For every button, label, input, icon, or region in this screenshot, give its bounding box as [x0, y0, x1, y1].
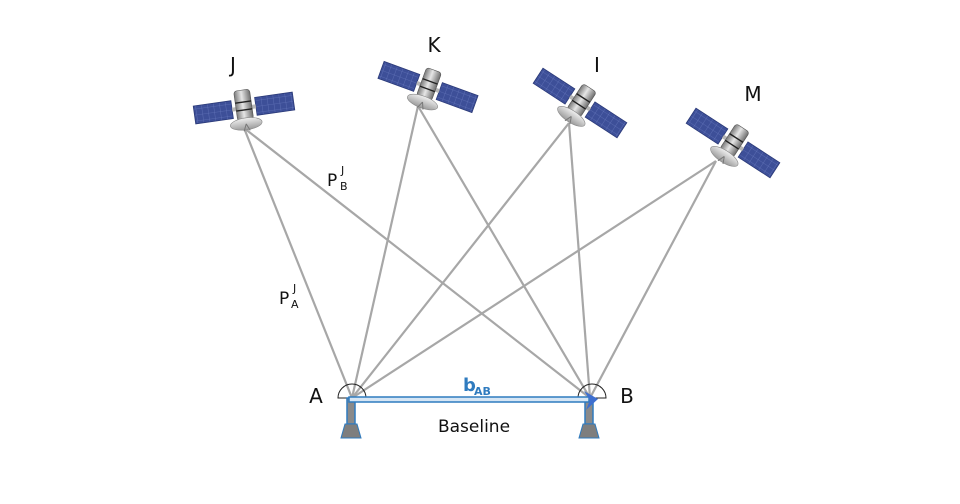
baseline-vector: [348, 391, 598, 410]
svg-text:AB: AB: [474, 385, 491, 398]
range-label-pa-j: P J A: [279, 282, 299, 311]
pier-base-b: [578, 423, 600, 439]
signal-line-j-b: [243, 127, 591, 399]
satellite-j: [191, 82, 298, 139]
satellite-label-j: J: [228, 53, 236, 77]
signal-line-k-b: [417, 105, 591, 399]
antenna-dome-b: [577, 383, 607, 399]
satellite-label-k: K: [427, 33, 441, 57]
range-label-pb-j: P J B: [327, 164, 348, 193]
satellites: [191, 52, 786, 191]
satellite-i: [524, 59, 633, 151]
arrowhead: [584, 391, 598, 410]
baseline-vector-label: b AB: [463, 375, 491, 398]
svg-text:J: J: [292, 282, 296, 295]
signal-line-m-a: [351, 160, 717, 399]
antenna-dome-a: [337, 383, 367, 399]
signal-line-m-b: [589, 160, 717, 399]
signal-line-i-a: [351, 122, 570, 399]
receiver-label-a: A: [309, 384, 323, 408]
svg-text:A: A: [291, 298, 299, 311]
svg-text:P: P: [327, 171, 337, 191]
signal-line-i-b: [567, 122, 592, 399]
satellite-k: [372, 52, 482, 127]
signal-lines: [242, 105, 717, 399]
pier-base-a: [340, 423, 362, 439]
svg-text:P: P: [279, 289, 289, 309]
receiver-label-b: B: [620, 384, 634, 408]
svg-text:b: b: [463, 375, 476, 396]
satellite-label-m: M: [744, 82, 761, 106]
svg-text:B: B: [340, 180, 348, 193]
baseline-label: Baseline: [438, 417, 510, 437]
signal-line-k-a: [350, 105, 420, 399]
receiver-a: [337, 383, 367, 439]
signal-line-j-a: [242, 127, 354, 399]
satellite-label-i: I: [594, 53, 600, 77]
svg-text:J: J: [340, 164, 344, 177]
